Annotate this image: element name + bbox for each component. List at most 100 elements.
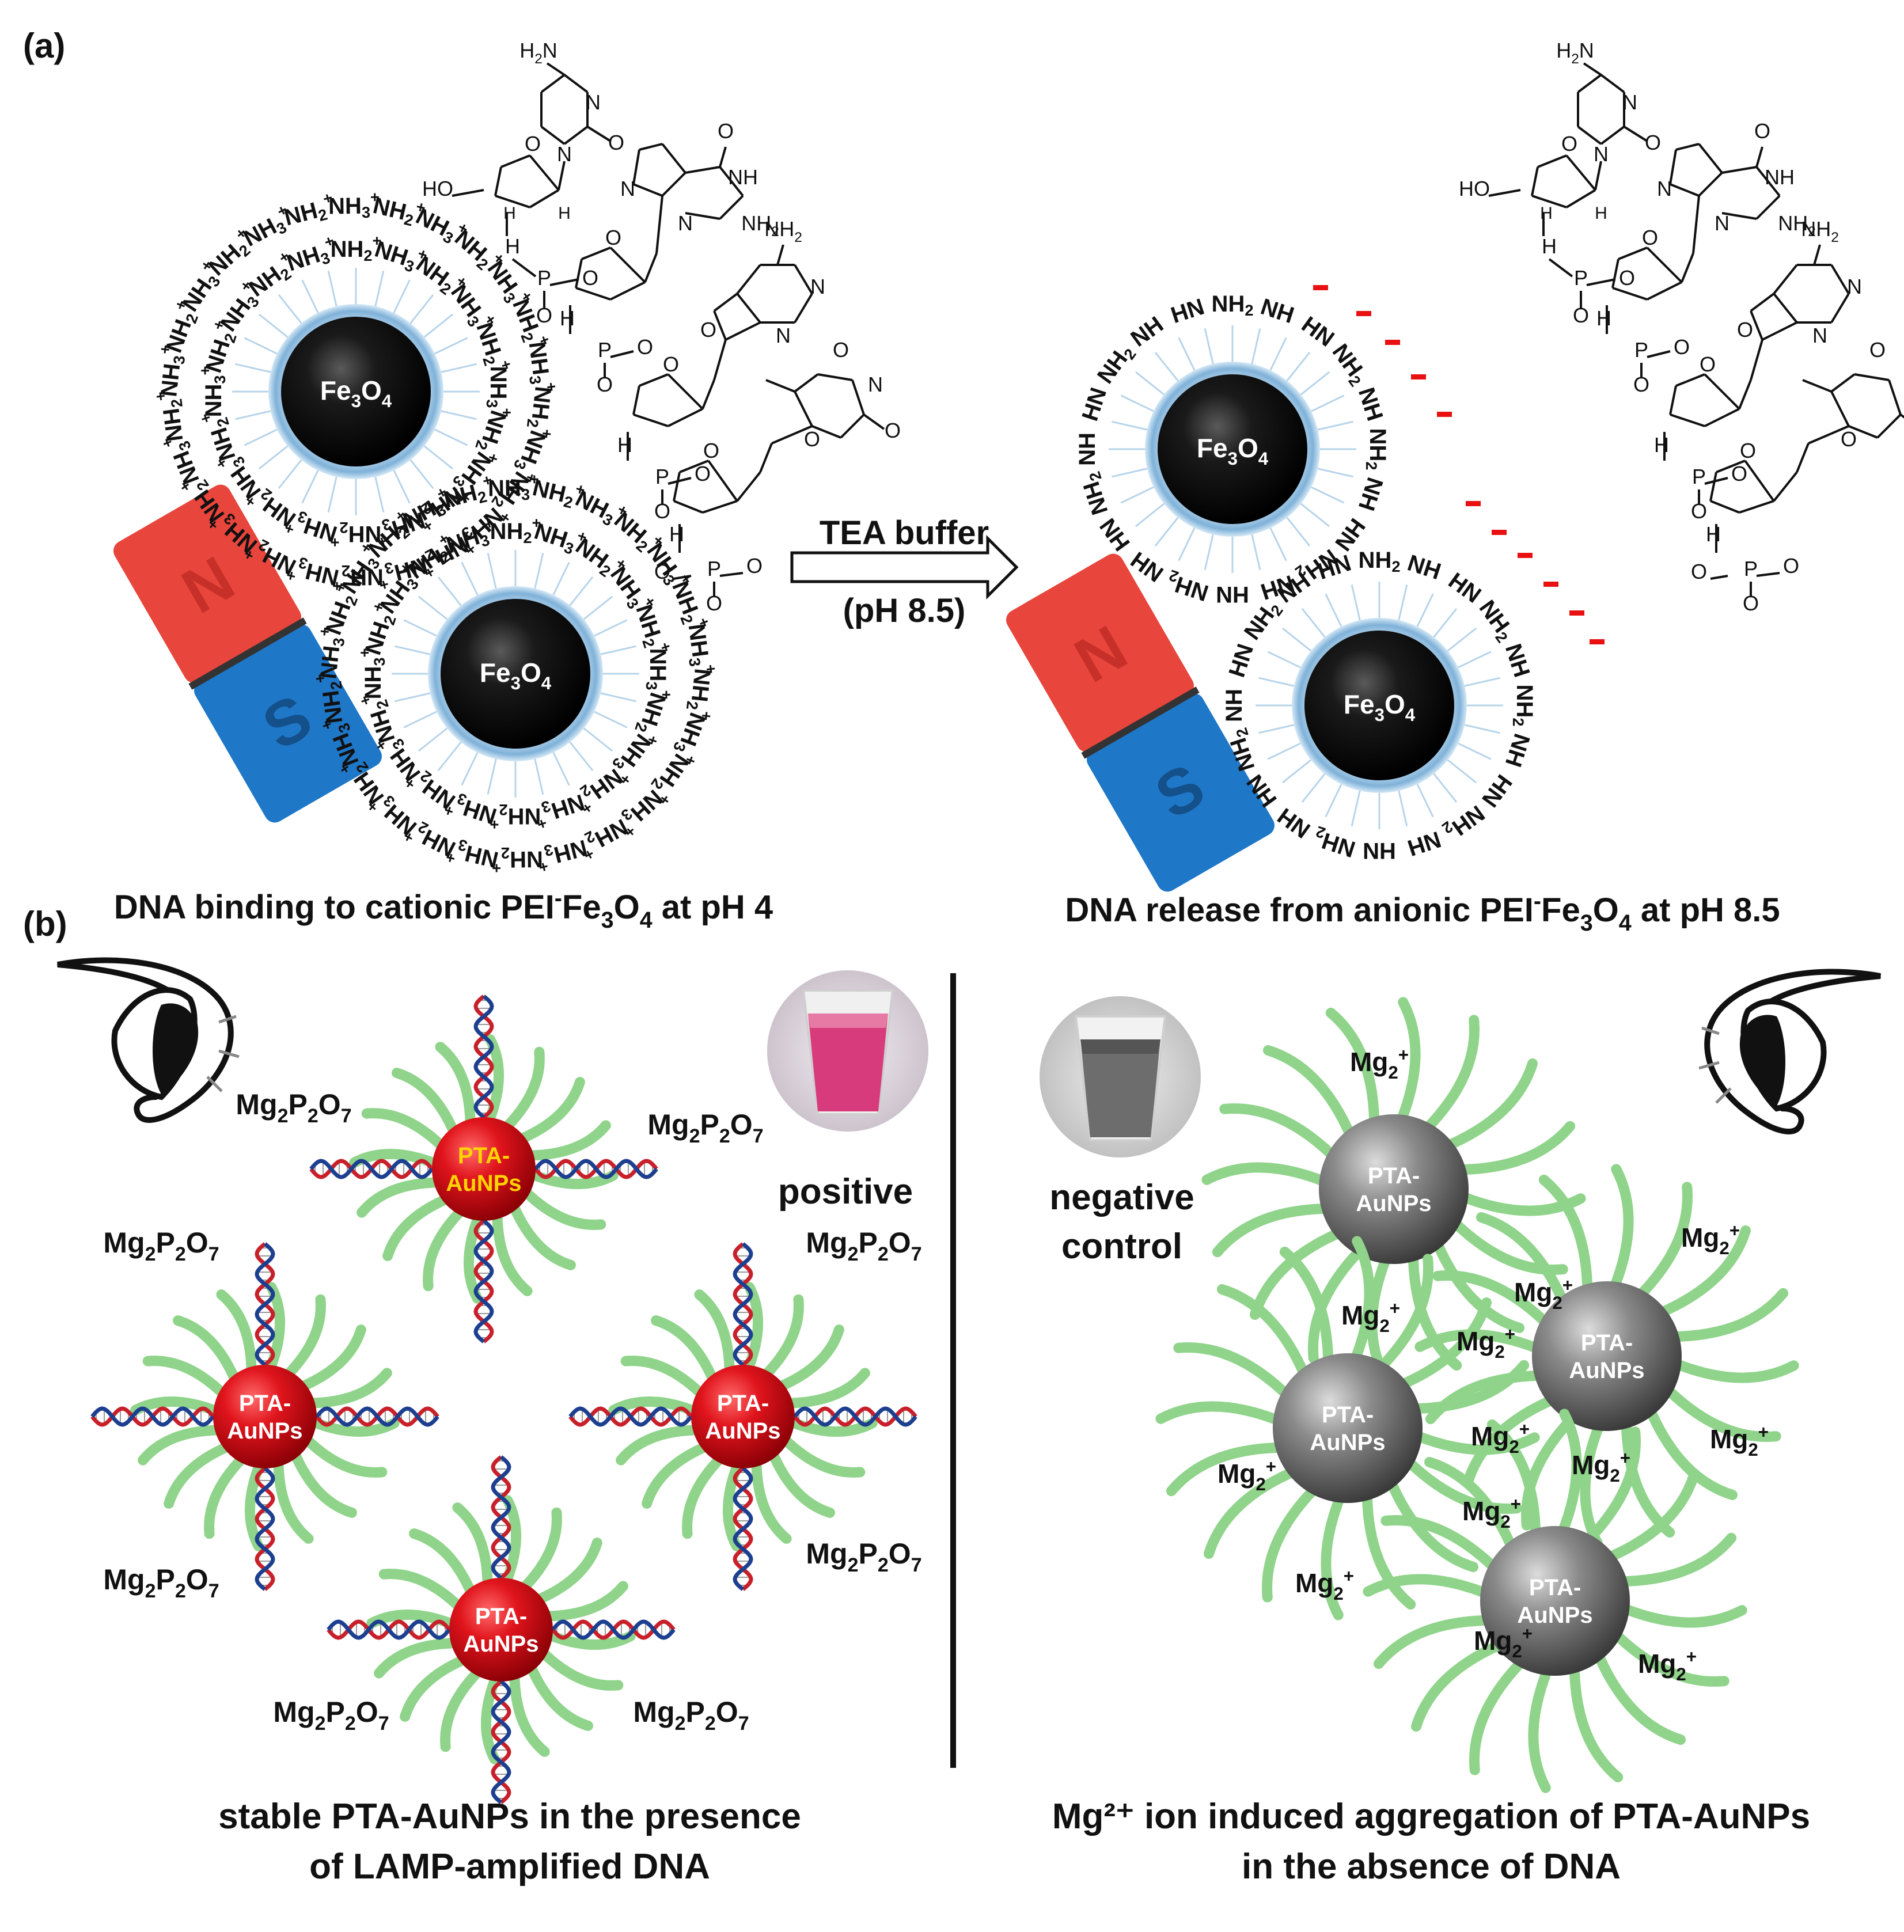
pta-ligand: [1453, 1121, 1576, 1175]
particle-label-line2: AuNPs: [1356, 1191, 1431, 1216]
atom-label: O: [703, 439, 719, 462]
pta-ligand: [779, 1433, 866, 1478]
atom-label: H: [1540, 204, 1553, 223]
atom-label: N: [810, 275, 825, 298]
magnet-right: N S: [1006, 553, 1275, 892]
surface-group-label: NH2: [1363, 428, 1391, 470]
pta-ligand: [620, 1356, 707, 1400]
pta-ligand: [452, 1502, 493, 1591]
fe3o4-particle: NH3+NH2+NH3+NH2+NH3+NH2+NH3+NH2+NH3+NH2+…: [310, 470, 720, 878]
pta-ligand: [1262, 1045, 1356, 1143]
atom-label: P: [1574, 266, 1588, 290]
pta-ligand: [518, 1507, 562, 1594]
pta-ligand: [519, 1186, 606, 1230]
pta-ligand: [289, 1447, 357, 1518]
negative-charge-mark: [1569, 610, 1584, 616]
fe3o4-core: [1158, 374, 1307, 524]
magnet-south-pole: [1086, 693, 1275, 892]
pta-ligand: [273, 1456, 314, 1544]
atom-label: H: [503, 204, 516, 223]
mg2plus-label: Mg2+: [1572, 1448, 1630, 1486]
magnet-south-pole: [194, 624, 382, 823]
mg2p2o7-label: Mg2P2O7: [806, 1227, 921, 1265]
magnet-north-pole: [1006, 553, 1194, 752]
surface-group-label: HN: [1363, 838, 1396, 863]
atom-label: N: [1812, 324, 1827, 347]
particle-label-line2: AuNPs: [1310, 1430, 1385, 1455]
surface-group-label: HN: [1297, 312, 1339, 352]
mg2plus-label: Mg2+: [1638, 1647, 1697, 1684]
surface-group-label: NH3+: [488, 470, 539, 504]
atom-label: H: [1706, 522, 1721, 546]
caption-aggregation-line2: in the absence of DNA: [1242, 1847, 1621, 1887]
reaction-arrow: TEA buffer (pH 8.5): [790, 514, 1019, 629]
pta-ligand: [525, 1660, 593, 1731]
atom-label: O: [1561, 132, 1577, 155]
pta-ligand: [782, 1368, 870, 1409]
surface-group-label: HN: [1224, 641, 1258, 681]
surface-group-label: NH2: [1509, 685, 1538, 727]
positive-tube-photo: [767, 970, 928, 1132]
pta-ligand: [173, 1315, 241, 1386]
mg2plus-label: Mg2+: [1218, 1457, 1276, 1494]
positive-label: positive: [778, 1172, 913, 1212]
atom-label: O: [605, 226, 621, 249]
pta-ligand: [1609, 1627, 1729, 1687]
dna-double-helix: [473, 1219, 494, 1343]
atom-label: N: [868, 373, 883, 396]
pta-ligand: [1321, 1490, 1347, 1620]
atom-label: N: [678, 211, 693, 235]
pta-ligand: [1614, 1532, 1737, 1587]
atom-label: H2N: [1556, 39, 1594, 67]
pta-ligand: [1538, 1174, 1593, 1297]
negative-charge-mark: [1518, 553, 1533, 558]
pta-ligand: [509, 1669, 550, 1757]
pta-ligand: [1409, 1429, 1540, 1455]
surface-group-label: HN: [1315, 550, 1355, 584]
pta-ligand: [773, 1324, 844, 1392]
dna-double-helix: [568, 1406, 693, 1427]
surface-group-label: NH2+: [331, 231, 382, 264]
magnet-north-pole: [113, 484, 302, 683]
atom-label: O: [1841, 427, 1857, 451]
particle-label-line2: AuNPs: [1517, 1603, 1592, 1628]
dna-double-helix: [534, 1159, 658, 1179]
eye-icon: [57, 957, 240, 1123]
fe3o4-core: [441, 599, 590, 749]
negative-charge-mark: [1590, 639, 1605, 644]
pta-ligand: [1528, 1662, 1554, 1793]
atom-label: O: [746, 554, 763, 578]
atom-label: HO: [1459, 177, 1490, 200]
surface-group-label: NH2+: [151, 389, 191, 444]
atom-label: N: [776, 324, 791, 347]
atom-label: O: [1642, 226, 1658, 249]
pta-ligand: [1349, 1236, 1375, 1367]
pta-ligand: [304, 1368, 392, 1409]
pta-ligand: [682, 1452, 726, 1539]
negative-control-label-line1: negative: [1049, 1178, 1194, 1217]
particle-label-line2: AuNPs: [705, 1418, 780, 1444]
pta-ligand: [1617, 1602, 1747, 1628]
pta-ligand: [1432, 1270, 1553, 1330]
pta-ligand: [301, 1433, 388, 1478]
surface-group-label: NH2+: [490, 514, 541, 546]
atom-label: O: [1740, 439, 1756, 462]
atom-label: O: [1869, 338, 1886, 362]
surface-group-label: NH: [1405, 550, 1444, 584]
pta-ligand: [435, 1042, 476, 1130]
pta-ligand: [500, 1495, 522, 1589]
pta-ligand: [463, 1210, 484, 1304]
atom-label: O: [1645, 131, 1661, 154]
atom-label: H: [1596, 306, 1611, 330]
dna-double-helix: [733, 1242, 753, 1367]
surface-group-label: HN: [1444, 568, 1486, 608]
atom-label: N: [1622, 90, 1637, 114]
fe3o4-core-label: Fe3O4: [320, 375, 392, 411]
pta-ligand: [1166, 1442, 1288, 1497]
surface-group-label: NH2+: [332, 561, 384, 595]
arrow-bottom-label: (pH 8.5): [843, 592, 966, 629]
surface-group-label: NH3+: [282, 231, 341, 279]
atom-label: H: [505, 234, 520, 258]
